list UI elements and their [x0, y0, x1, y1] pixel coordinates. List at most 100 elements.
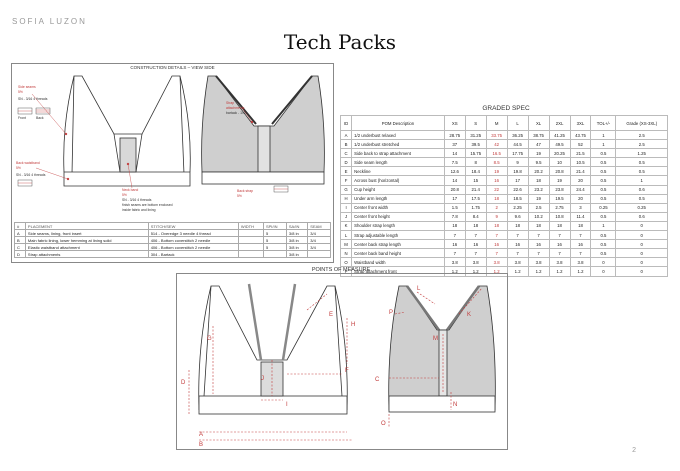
graded-spec-col-header: XS: [443, 115, 466, 131]
graded-spec-cell: 7.8: [443, 211, 466, 222]
construction-cell: 3/8 in: [285, 243, 309, 251]
graded-spec-cell: 3.8: [443, 257, 466, 268]
construction-cell: [237, 243, 264, 251]
note-strap: Strap: [226, 101, 234, 105]
note-back-waistband-stitch: SN - 3/16 4 threads: [16, 173, 46, 177]
graded-spec-cell: 7: [443, 230, 466, 241]
graded-spec-cell: 36.25: [506, 129, 529, 141]
graded-spec-cell: 8.5: [485, 157, 508, 168]
graded-spec-col-header: 2XL: [548, 115, 571, 131]
graded-spec-cell: 49.5: [548, 139, 571, 150]
graded-spec-cell: 0: [615, 266, 668, 277]
graded-spec-col-header: POM Description: [351, 115, 445, 131]
graded-spec-cell: 10: [548, 157, 571, 168]
graded-spec-cell: 17: [443, 193, 466, 204]
graded-spec-cell: 14: [443, 148, 466, 159]
graded-spec-cell: 0.5: [590, 157, 617, 168]
front-label: Front: [18, 116, 26, 120]
construction-cell: C: [14, 243, 26, 251]
graded-spec-cell: 19.8: [506, 166, 529, 177]
graded-spec-cell: 23.8: [548, 184, 571, 195]
graded-spec-cell: 1.2: [569, 266, 592, 277]
graded-spec-cell: 3.8: [485, 257, 508, 268]
graded-spec-cell: 18: [527, 220, 550, 232]
graded-spec-cell: 1/2 underbust stretched: [351, 139, 445, 150]
graded-spec-cell: 18: [443, 220, 466, 232]
page-title: Tech Packs: [283, 30, 397, 54]
graded-spec-cell: 7: [506, 248, 529, 259]
graded-spec-cell: 18: [485, 220, 508, 232]
graded-spec-col-header: M: [485, 115, 508, 131]
graded-spec-col-header: L: [506, 115, 529, 131]
graded-spec-cell: H: [339, 193, 353, 204]
graded-spec-cell: 1: [590, 129, 617, 141]
graded-spec-cell: 0: [615, 220, 668, 232]
pom-sketches: A B D E F G H I J C K L M N O P: [181, 283, 496, 448]
graded-spec-cell: A: [339, 129, 353, 141]
graded-spec-cell: B: [339, 139, 353, 150]
graded-spec-cell: 7: [485, 230, 508, 241]
graded-spec-cell: 19: [527, 148, 550, 159]
graded-spec-col-header: ID: [339, 115, 353, 131]
graded-spec-cell: 0.5: [590, 148, 617, 159]
pom-label-e: E: [329, 312, 333, 318]
graded-spec-cell: 15.75: [464, 148, 487, 159]
graded-spec-cell: 38.75: [527, 129, 550, 141]
graded-spec-cell: 10.2: [527, 211, 550, 222]
graded-spec-cell: 14: [443, 175, 466, 186]
graded-spec-cell: 3.8: [527, 257, 550, 268]
construction-cell: 3/4: [307, 236, 331, 244]
pom-label-k: K: [467, 312, 471, 318]
construction-title: CONSTRUCTION DETAILS – VIEW SIDE: [130, 65, 215, 70]
note-side-seams-stitch: SN - 3/16 4 threads: [18, 97, 48, 101]
graded-spec-cell: Center back band height: [351, 248, 445, 259]
graded-spec-cell: 16: [548, 239, 571, 250]
graded-spec-cell: 17.5: [464, 193, 487, 204]
graded-spec-cell: 0.6: [615, 211, 668, 222]
note-side-seams: Side seams: [18, 85, 36, 89]
graded-spec-cell: 0: [590, 257, 617, 268]
note-neck-band-stitch: SN - 3/16 4 threads: [122, 198, 152, 202]
graded-spec-cell: 2.5: [527, 202, 550, 213]
graded-spec-cell: 7: [485, 248, 508, 259]
graded-spec-cell: 7: [548, 248, 571, 259]
graded-spec-cell: 11.4: [569, 211, 592, 222]
graded-spec-cell: 0.5: [590, 166, 617, 177]
graded-spec-cell: Across bust (horizontal): [351, 175, 445, 186]
graded-spec-cell: M: [339, 239, 353, 250]
construction-details-panel: CONSTRUCTION DETAILS – VIEW SIDE Side se…: [11, 63, 334, 263]
graded-spec-cell: 3.8: [506, 257, 529, 268]
construction-cell: 3/8 in: [285, 236, 309, 244]
graded-spec-cell: G: [339, 184, 353, 195]
graded-spec-cell: 8: [464, 157, 487, 168]
graded-spec-cell: 47: [527, 139, 550, 150]
col-header: SPI/IN: [262, 222, 287, 230]
graded-spec-cell: 1: [590, 220, 617, 232]
graded-spec-cell: 39.5: [464, 139, 487, 150]
graded-spec-cell: 0.5: [590, 239, 617, 250]
graded-spec-cell: 0.25: [615, 202, 668, 213]
graded-spec-col-header: TOL+/-: [590, 115, 617, 131]
construction-cell: Side seams, lining, front insert: [24, 229, 149, 237]
construction-table: # PLACEMENT STITCH/SEW WIDTH SPI/IN SA/I…: [14, 222, 331, 258]
graded-spec-cell: 1: [590, 139, 617, 150]
graded-spec-cell: Under arm length: [351, 193, 445, 204]
graded-spec-cell: 20.8: [548, 166, 571, 177]
pom-label-m: M: [433, 336, 438, 342]
graded-spec-cell: Side back to strap attachment: [351, 148, 445, 159]
graded-spec-cell: 1.2: [527, 266, 550, 277]
note-side-seams-pct: 5%: [18, 90, 23, 94]
graded-spec-cell: 15: [464, 175, 487, 186]
construction-table-header: # PLACEMENT STITCH/SEW WIDTH SPI/IN SA/I…: [14, 222, 331, 230]
graded-spec-cell: 52: [569, 139, 592, 150]
pom-label-g: G: [207, 336, 212, 342]
graded-spec-cell: L: [339, 230, 353, 241]
pom-label-o: O: [381, 421, 386, 427]
graded-spec-cell: Waistband width: [351, 257, 445, 268]
